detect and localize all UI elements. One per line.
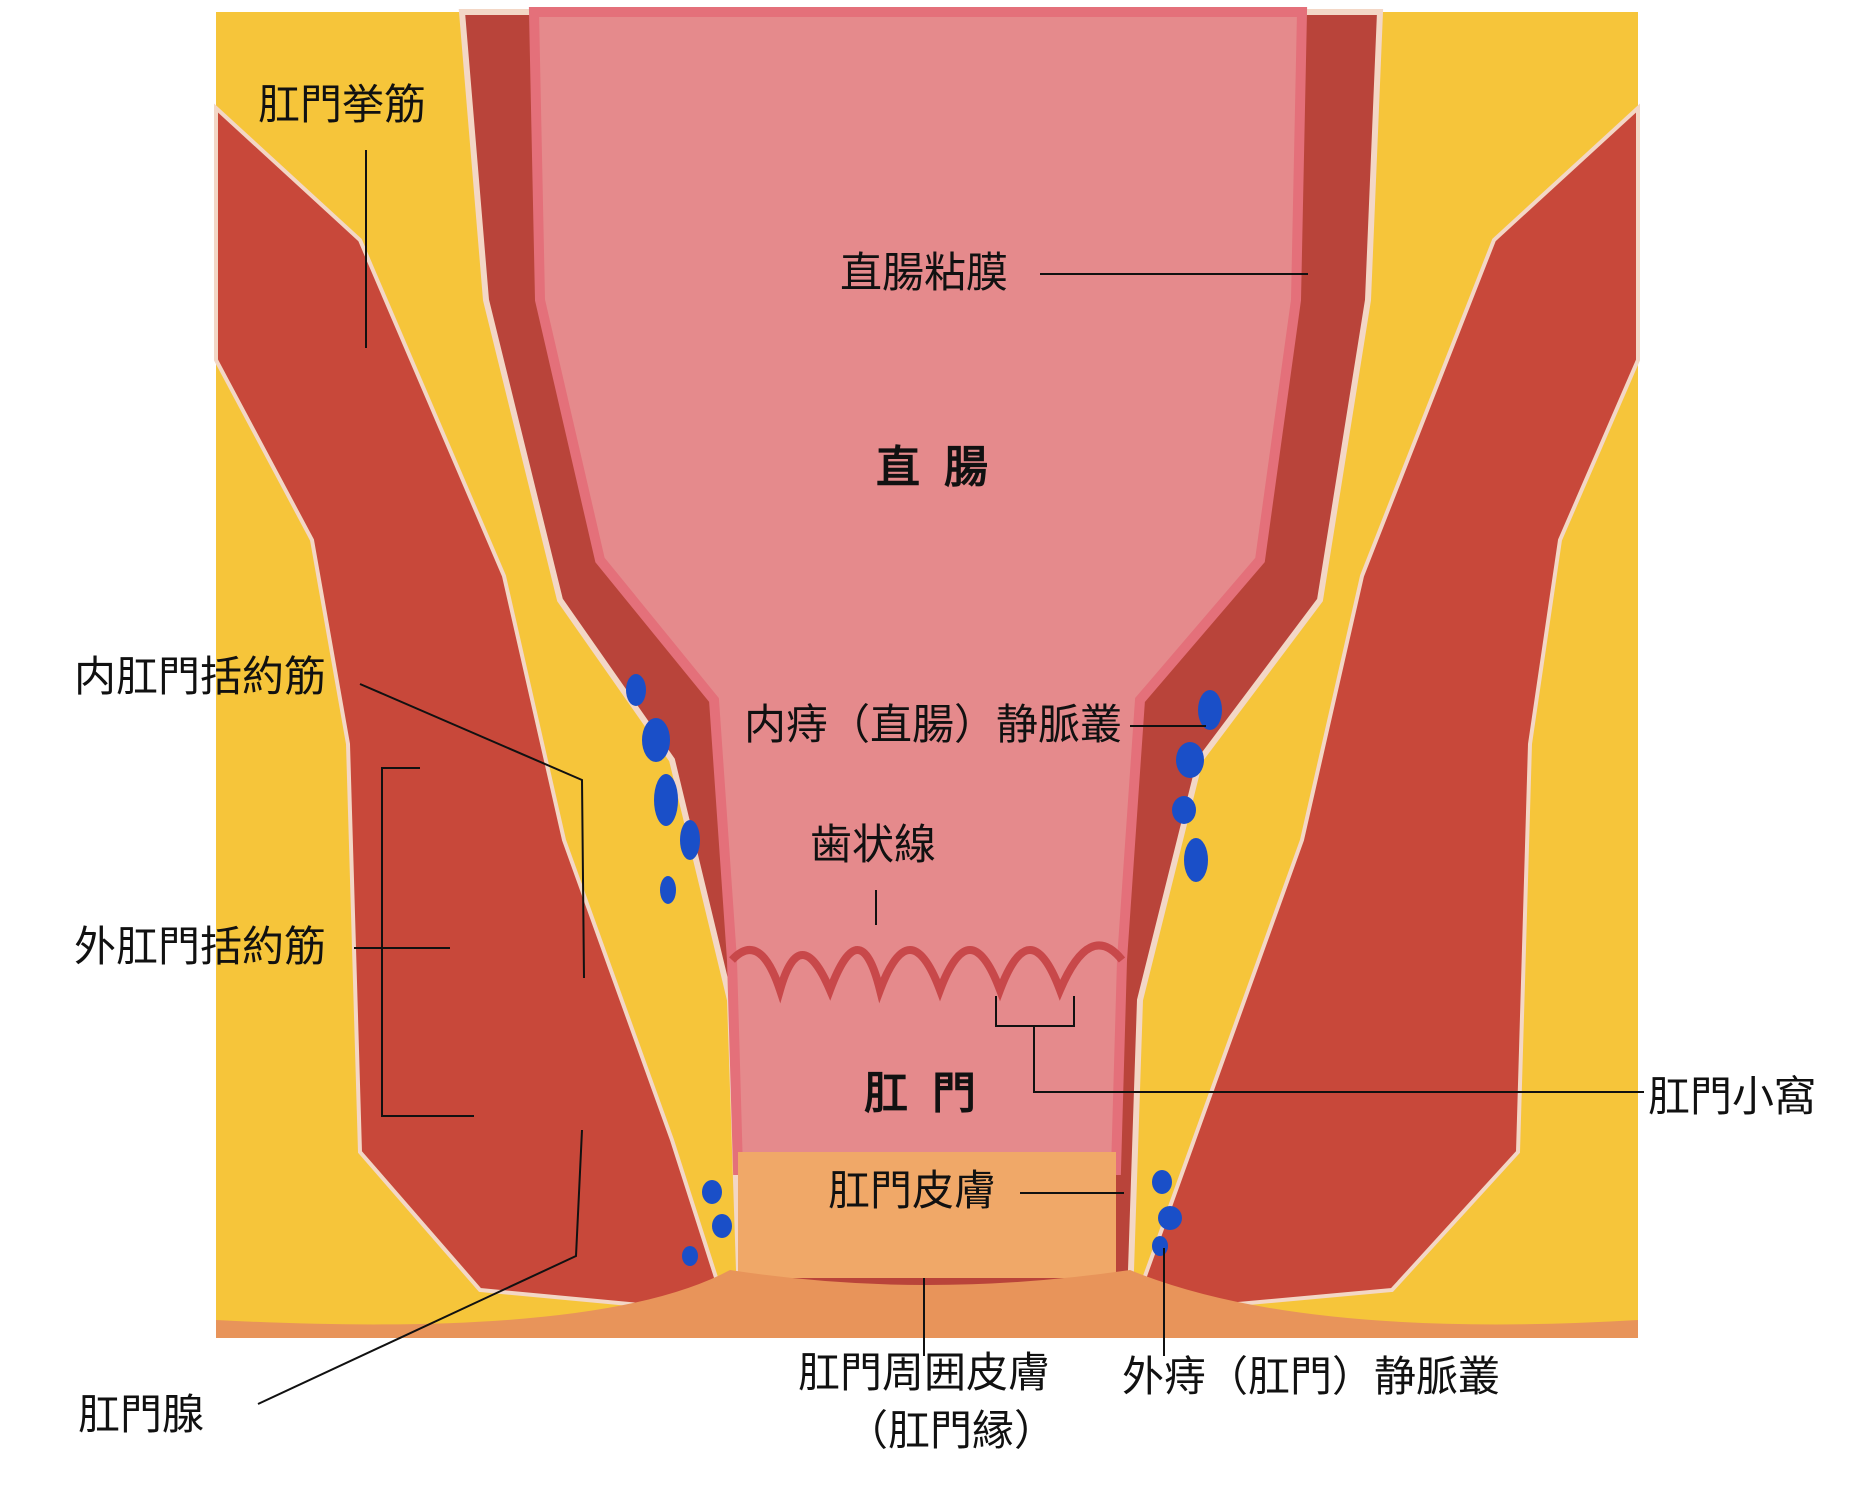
label-perianal-skin: 肛門周囲皮膚	[798, 1348, 1051, 1397]
label-anal-crypt: 肛門小窩	[1648, 1072, 1817, 1121]
label-anal-skin: 肛門皮膚	[828, 1166, 997, 1215]
label-internal-sphincter: 内肛門括約筋	[74, 652, 327, 701]
label-anus: 肛門	[864, 1068, 1000, 1119]
anal-skin-area	[738, 1152, 1116, 1278]
label-external-hemorrhoidal-plexus: 外痔（肛門）静脈叢	[1122, 1352, 1501, 1401]
label-anal-verge: （肛門縁）	[846, 1406, 1057, 1455]
label-external-sphincter: 外肛門括約筋	[74, 922, 327, 971]
label-rectum: 直腸	[876, 442, 1012, 493]
external-hemorrhoidal-veins	[682, 1170, 1182, 1266]
label-anal-gland: 肛門腺	[78, 1390, 205, 1439]
internal-hemorrhoidal-veins	[626, 674, 1222, 904]
leader-lines	[257, 150, 1644, 1405]
label-rectal-mucosa: 直腸粘膜	[840, 248, 1009, 297]
label-dentate-line: 歯状線	[810, 820, 937, 869]
dentate-line-shape	[729, 941, 1126, 1004]
perianal-skin	[216, 1270, 1638, 1338]
label-internal-hemorrhoidal-plexus: 内痔（直腸）静脈叢	[744, 700, 1123, 749]
label-levator-ani: 肛門挙筋	[258, 80, 427, 129]
